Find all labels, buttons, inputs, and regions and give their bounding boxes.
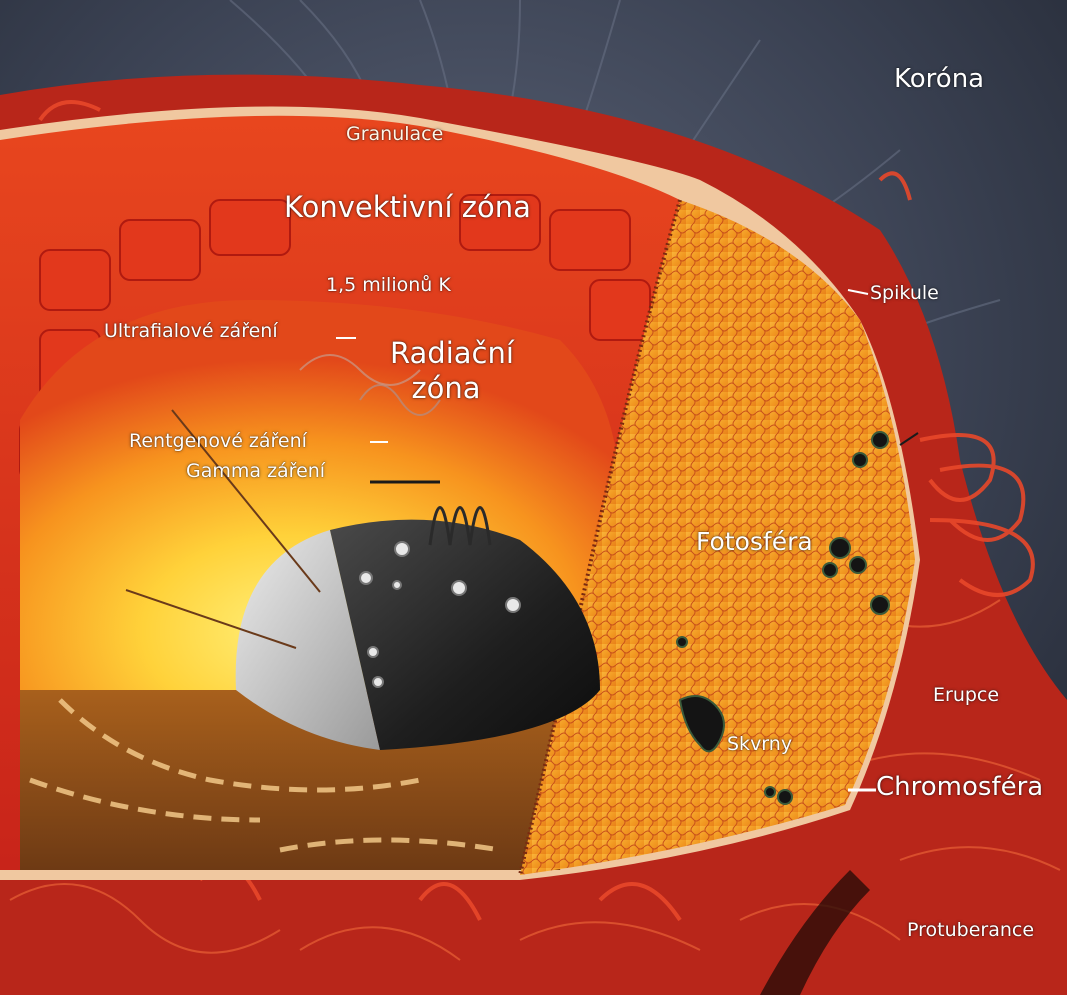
- label-convective-zone: Konvektivní zóna: [284, 193, 531, 222]
- label-ultraviolet: Ultrafialové záření: [104, 322, 278, 341]
- label-corona: Koróna: [894, 66, 984, 92]
- label-prominences: Protuberance: [907, 921, 1034, 940]
- label-sunspots: Skvrny: [727, 735, 792, 754]
- label-chromosphere: Chromosféra: [876, 774, 1043, 800]
- label-temperature: 1,5 milionů K: [326, 276, 451, 295]
- label-granulation: Granulace: [346, 125, 443, 144]
- label-spicules: Spikule: [870, 284, 939, 303]
- label-radiative-zone: Radiační zóna: [390, 336, 502, 406]
- label-flares: Erupce: [933, 686, 999, 705]
- label-photosphere: Fotosféra: [696, 529, 813, 554]
- label-xray: Rentgenové záření: [129, 432, 307, 451]
- label-gamma: Gamma záření: [186, 462, 325, 481]
